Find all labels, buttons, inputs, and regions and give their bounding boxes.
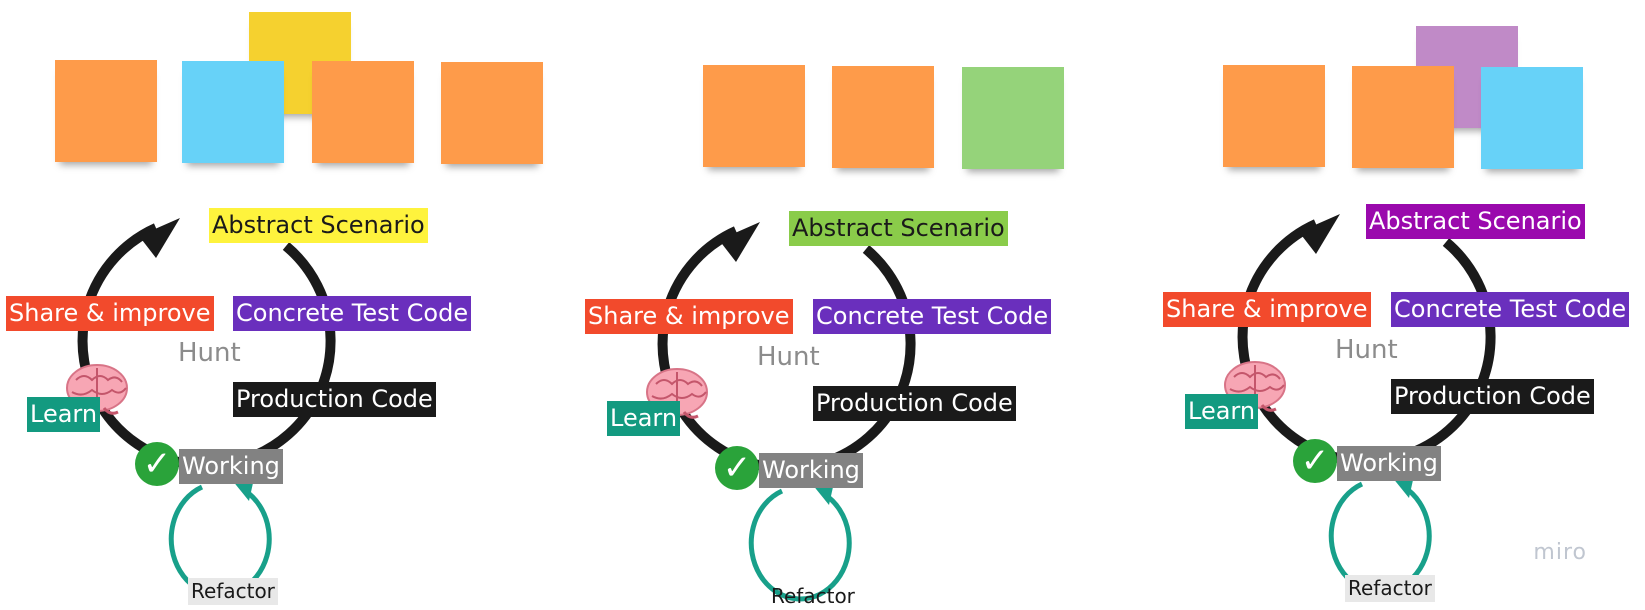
sticky-note-orange[interactable] (703, 65, 805, 167)
working-label[interactable]: Working (1337, 446, 1441, 481)
concrete-test-code-label[interactable]: Concrete Test Code (1391, 292, 1630, 327)
cycle-arrowhead (139, 218, 180, 258)
abstract-scenario-label[interactable]: Abstract Scenario (789, 211, 1008, 246)
sticky-note-orange[interactable] (832, 66, 934, 168)
production-code-label[interactable]: Production Code (813, 386, 1016, 421)
checkmark-icon: ✓ (1293, 439, 1337, 483)
share-improve-label[interactable]: Share & improve (1163, 292, 1371, 327)
share-improve-label[interactable]: Share & improve (6, 296, 214, 331)
hunt-label[interactable]: Hunt (757, 342, 820, 372)
sticky-note-green[interactable] (962, 67, 1064, 169)
learn-label[interactable]: Learn (1185, 394, 1259, 429)
hunt-label[interactable]: Hunt (178, 338, 241, 368)
refactor-label[interactable]: Refactor (1345, 575, 1435, 602)
learn-label[interactable]: Learn (27, 397, 101, 432)
sticky-note-orange[interactable] (55, 60, 157, 162)
cycle-arrowhead (719, 222, 760, 262)
sticky-note-orange[interactable] (1223, 65, 1325, 167)
miro-watermark: miro (1533, 540, 1587, 565)
refactor-label[interactable]: Refactor (188, 578, 278, 605)
abstract-scenario-label[interactable]: Abstract Scenario (209, 208, 428, 243)
checkmark-icon: ✓ (715, 446, 759, 490)
production-code-label[interactable]: Production Code (1391, 379, 1594, 414)
sticky-note-orange[interactable] (1352, 66, 1454, 168)
abstract-scenario-label[interactable]: Abstract Scenario (1366, 204, 1585, 239)
working-label[interactable]: Working (179, 449, 283, 484)
share-improve-label[interactable]: Share & improve (585, 299, 793, 334)
sticky-note-orange[interactable] (441, 62, 543, 164)
hunt-label[interactable]: Hunt (1335, 335, 1398, 365)
concrete-test-code-label[interactable]: Concrete Test Code (233, 296, 472, 331)
learn-label[interactable]: Learn (607, 401, 681, 436)
production-code-label[interactable]: Production Code (233, 382, 436, 417)
sticky-note-orange[interactable] (312, 61, 414, 163)
refactor-loop (748, 488, 852, 602)
concrete-test-code-label[interactable]: Concrete Test Code (813, 299, 1052, 334)
sticky-note-blue[interactable] (1481, 67, 1583, 169)
refactor-label[interactable]: Refactor (771, 584, 855, 608)
working-label[interactable]: Working (759, 453, 863, 488)
checkmark-icon: ✓ (135, 442, 179, 486)
cycle-arrowhead (1299, 214, 1340, 254)
sticky-note-blue[interactable] (182, 61, 284, 163)
